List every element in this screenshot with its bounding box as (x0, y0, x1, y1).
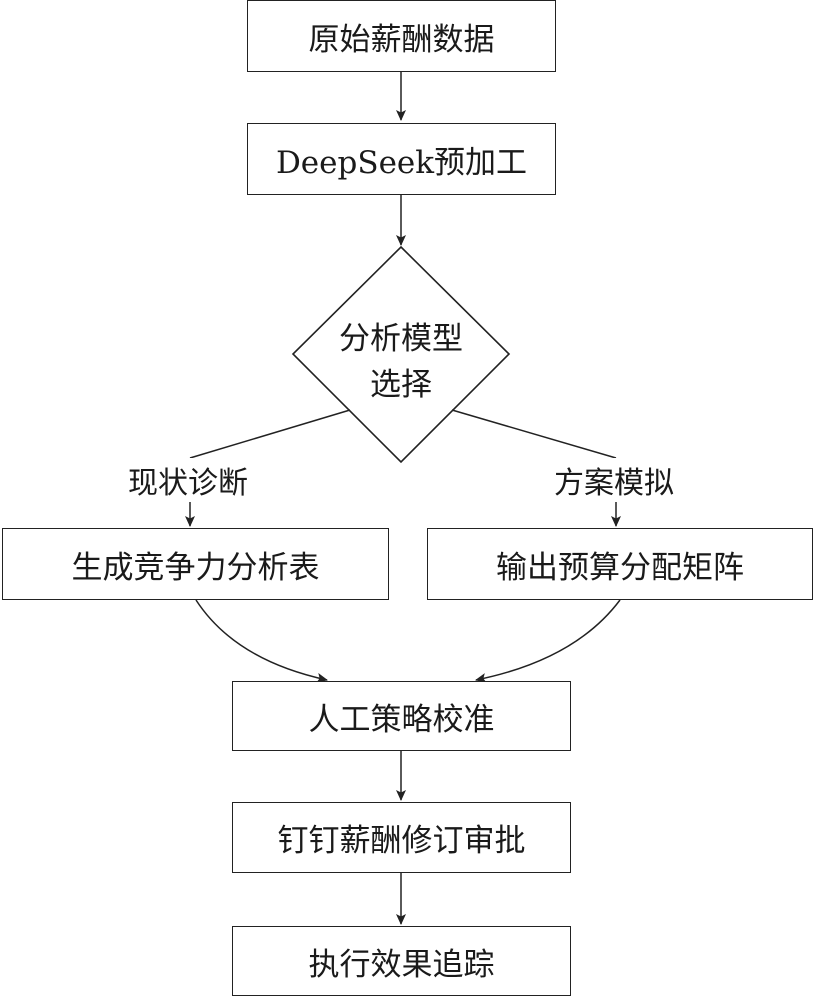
model-select-diamond (291, 245, 511, 464)
effect-tracking-label: 执行效果追踪 (308, 946, 495, 983)
competitiveness-table-label: 生成竞争力分析表 (71, 549, 320, 586)
branch-label-right: 方案模拟 (554, 458, 674, 502)
branch-left-line (189, 409, 351, 459)
curve-budget-to-calibration (475, 599, 621, 683)
model-select-text: 分析模型 选择 (321, 316, 481, 408)
branch-label-left: 现状诊断 (128, 458, 248, 502)
model-select-label-line1: 分析模型 (339, 321, 463, 357)
dingtalk-approval-box: 钉钉薪酬修订审批 (232, 802, 571, 873)
raw-data-label: 原始薪酬数据 (308, 21, 495, 58)
preprocess-box: DeepSeek预加工 (247, 123, 556, 195)
budget-matrix-box: 输出预算分配矩阵 (427, 528, 813, 600)
budget-matrix-label: 输出预算分配矩阵 (496, 549, 744, 586)
branch-right-line (451, 409, 617, 459)
effect-tracking-box: 执行效果追踪 (232, 926, 571, 996)
competitiveness-table-box: 生成竞争力分析表 (2, 528, 389, 600)
manual-calibration-box: 人工策略校准 (232, 681, 571, 751)
preprocess-label: DeepSeek预加工 (275, 144, 528, 181)
curve-competitiveness-to-calibration (195, 599, 328, 683)
dingtalk-approval-label: 钉钉薪酬修订审批 (277, 823, 526, 859)
raw-data-box: 原始薪酬数据 (247, 0, 556, 72)
model-select-label-line2: 选择 (370, 367, 432, 403)
manual-calibration-label: 人工策略校准 (308, 701, 495, 738)
